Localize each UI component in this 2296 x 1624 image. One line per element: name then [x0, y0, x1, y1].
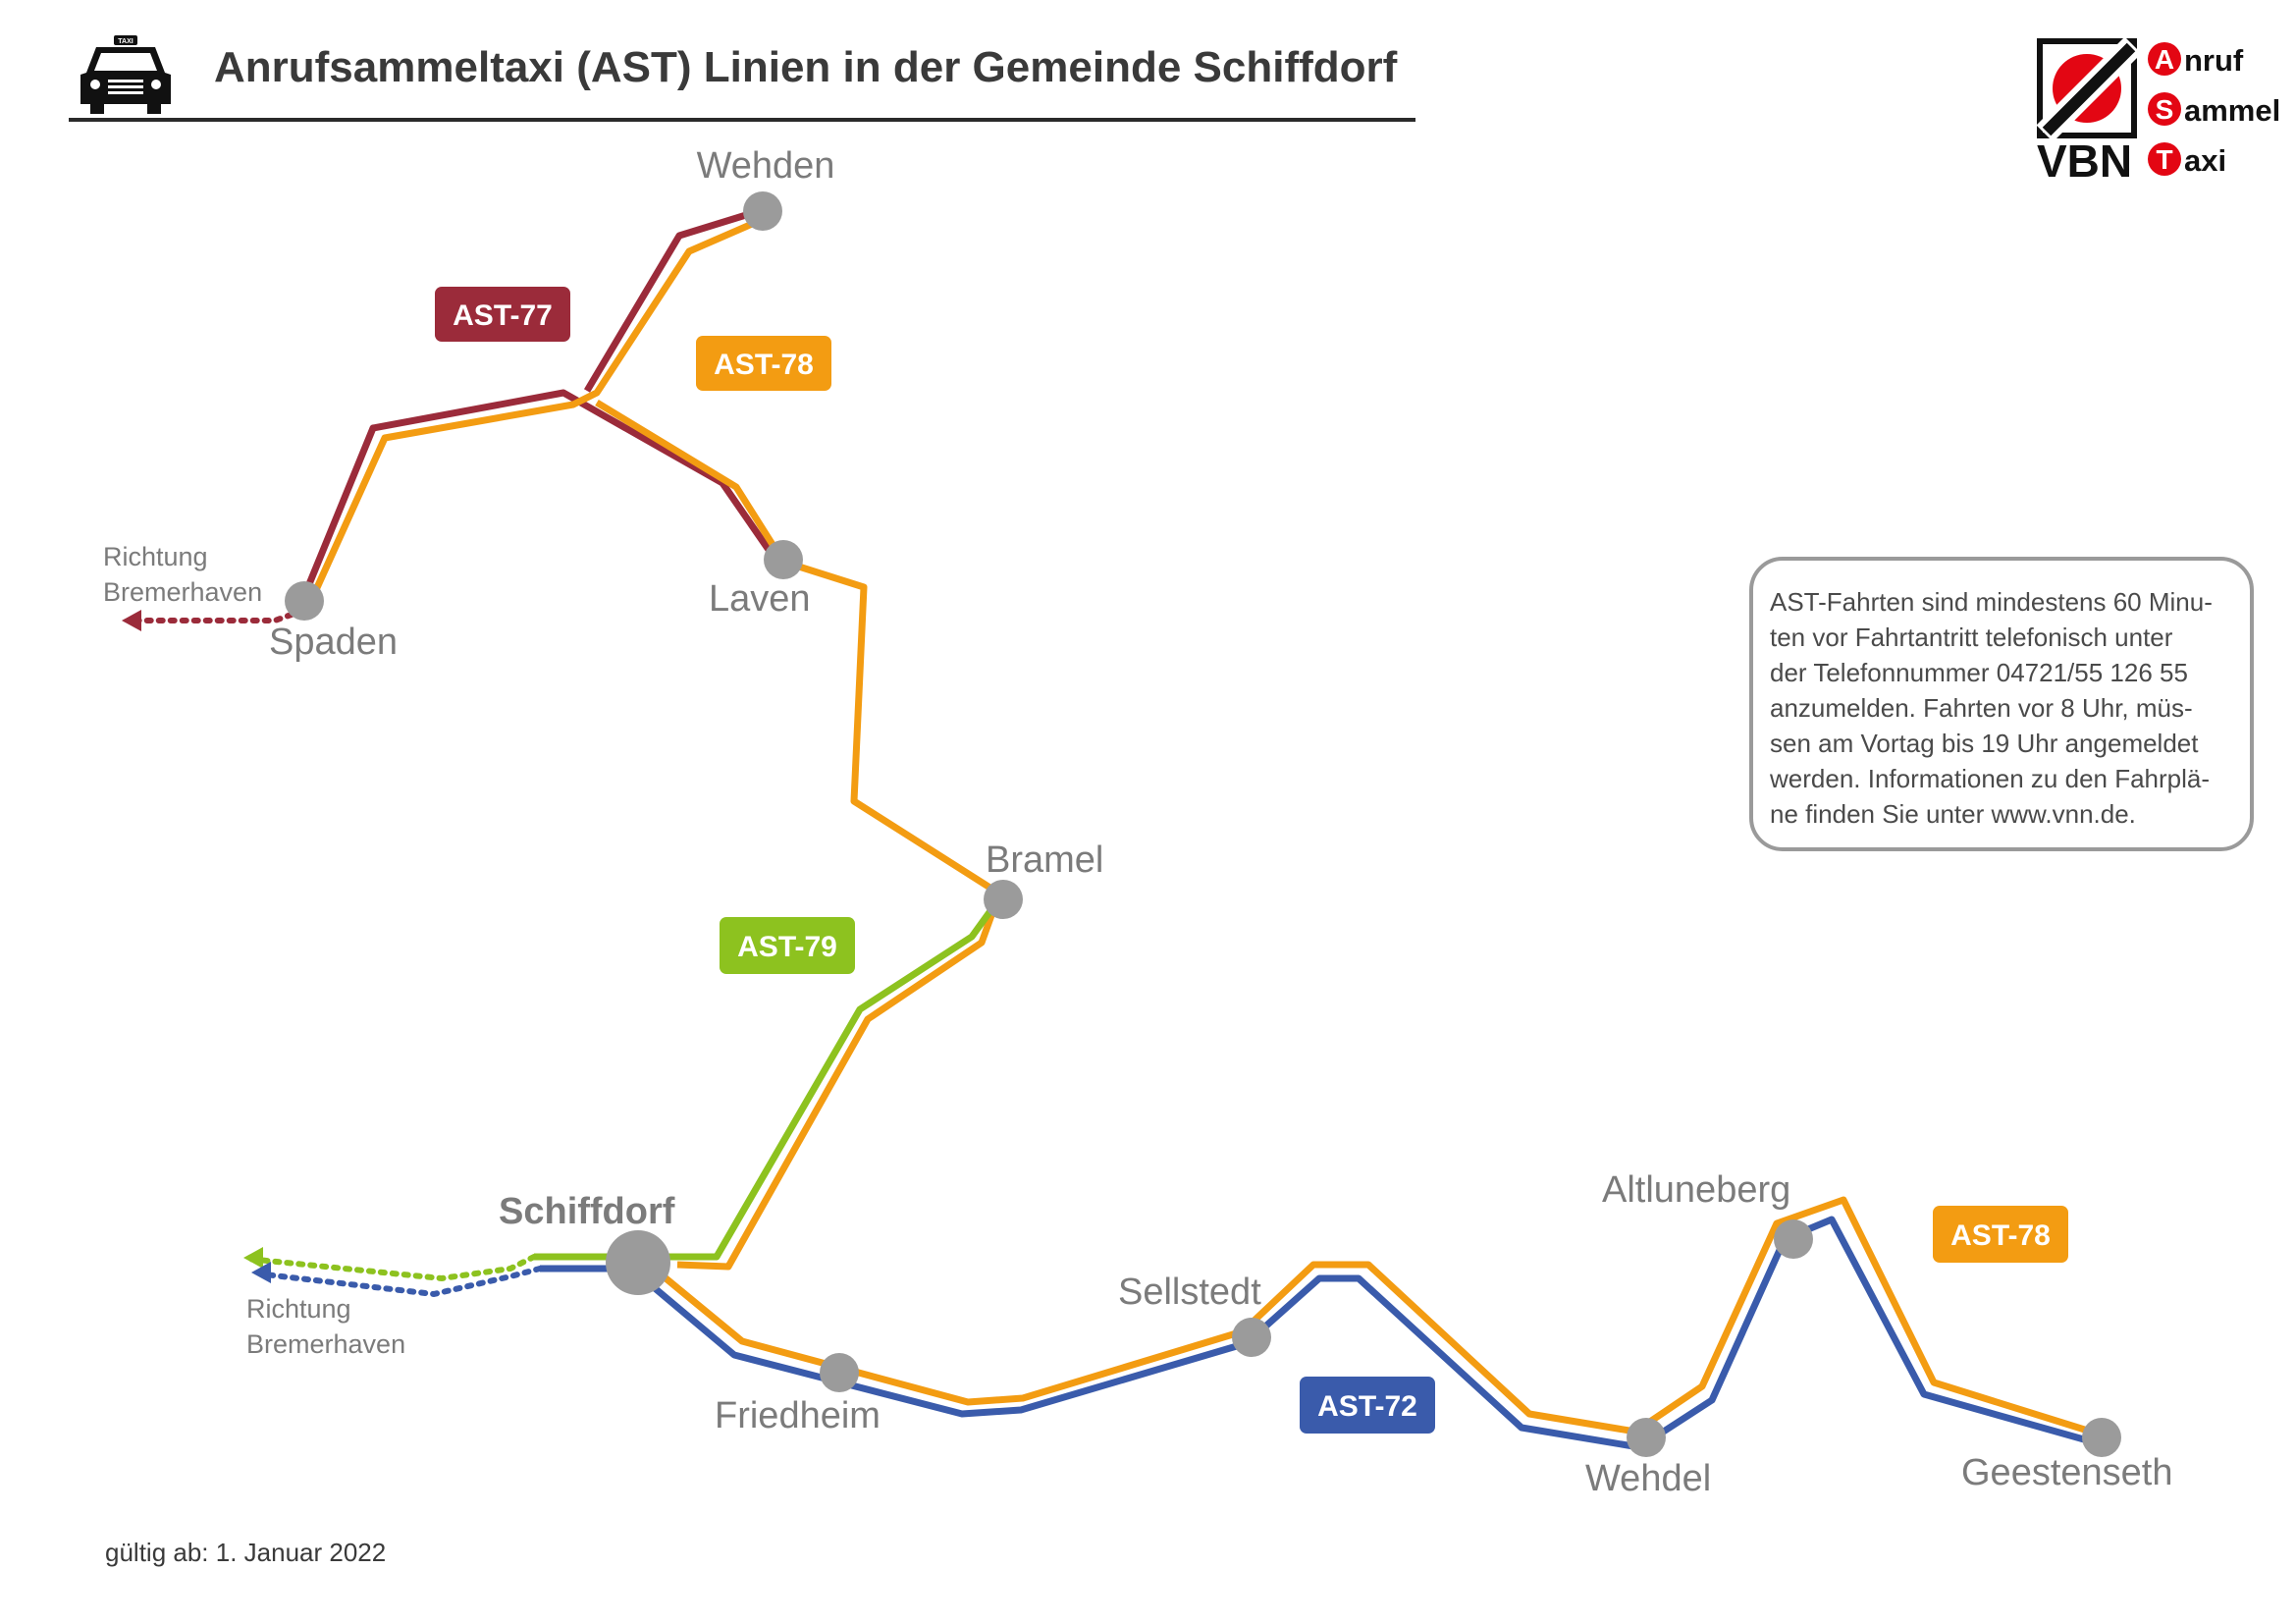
stop-laven [764, 540, 803, 579]
stop-altluneberg [1774, 1219, 1813, 1259]
info-line: anzumelden. Fahrten vor 8 Uhr, müs- [1770, 693, 2193, 723]
info-line: AST-Fahrten sind mindestens 60 Minu- [1770, 587, 2213, 617]
route-ast77 [298, 389, 778, 603]
stop-schiffdorf [606, 1230, 670, 1295]
stop-geestenseth [2082, 1418, 2121, 1457]
info-line: werden. Informationen zu den Fahrplä- [1770, 764, 2211, 793]
badge-ast72-text: AST-72 [1317, 1390, 1417, 1423]
taxi-sign-text: TAXI [118, 38, 133, 45]
label-friedheim: Friedheim [715, 1395, 881, 1436]
info-line: ten vor Fahrtantritt telefonisch unter [1770, 623, 2173, 652]
page-title: Anrufsammeltaxi (AST) Linien in der Geme… [214, 43, 1398, 91]
label-wehden: Wehden [697, 145, 835, 187]
logo-initial-s: S [2156, 94, 2174, 125]
badge-ast78-south-text: AST-78 [1950, 1219, 2051, 1252]
stop-bramel [984, 880, 1023, 919]
ast-logo: VBN A nruf S ammel T axi [2037, 37, 2280, 185]
badge-ast77: AST-77 [435, 287, 570, 342]
label-geestenseth: Geestenseth [1961, 1452, 2172, 1493]
direction-south-line1: Richtung [246, 1294, 351, 1324]
direction-arrow-blue [251, 1262, 271, 1283]
route-ast78-south [639, 1196, 2093, 1435]
logo-word-3: axi [2184, 143, 2226, 178]
info-line: ne finden Sie unter www.vnn.de. [1770, 799, 2136, 829]
route-ast72 [633, 1216, 2092, 1451]
taxi-icon: TAXI [80, 35, 171, 114]
stop-wehdel [1627, 1418, 1666, 1457]
label-spaden: Spaden [269, 622, 398, 663]
label-laven: Laven [709, 578, 811, 620]
direction-north-line1: Richtung [103, 542, 208, 571]
badge-ast79-text: AST-79 [737, 931, 837, 963]
logo-word-1: nruf [2184, 43, 2244, 78]
badge-ast78-south: AST-78 [1933, 1206, 2068, 1263]
route-ast78-north [306, 214, 768, 605]
info-line: der Telefonnummer 04721/55 126 55 [1770, 658, 2188, 687]
label-sellstedt: Sellstedt [1118, 1272, 1261, 1313]
info-line: sen am Vortag bis 19 Uhr angemeldet [1770, 729, 2199, 758]
label-schiffdorf: Schiffdorf [499, 1191, 675, 1232]
direction-arrow-green [243, 1247, 263, 1269]
label-altluneberg: Altluneberg [1602, 1169, 1790, 1211]
badge-ast77-text: AST-77 [453, 299, 553, 332]
stop-spaden [285, 581, 324, 621]
badge-ast79: AST-79 [720, 917, 855, 974]
logo-brand-text: VBN [2037, 135, 2132, 185]
label-bramel: Bramel [986, 839, 1103, 881]
direction-north-line2: Bremerhaven [103, 577, 262, 607]
stop-sellstedt [1232, 1318, 1271, 1357]
route-ast77-direction [134, 608, 305, 623]
badge-ast78-north: AST-78 [696, 336, 831, 391]
route-ast79-direction [244, 1254, 537, 1282]
route-ast78-laven-bramel [595, 400, 1003, 1271]
label-wehdel: Wehdel [1585, 1458, 1711, 1499]
route-ast72-direction [262, 1266, 543, 1298]
direction-arrow-north [122, 610, 141, 631]
route-ast77-wehden [583, 206, 764, 393]
logo-word-2: ammel [2184, 93, 2280, 128]
badge-ast78-north-text: AST-78 [714, 349, 814, 381]
valid-from-note: gültig ab: 1. Januar 2022 [105, 1538, 387, 1567]
logo-initial-t: T [2156, 144, 2172, 175]
stop-friedheim [820, 1353, 859, 1392]
title-underline [69, 118, 1415, 122]
badge-ast72: AST-72 [1300, 1377, 1435, 1434]
info-box: AST-Fahrten sind mindestens 60 Minu- ten… [1749, 557, 2254, 851]
logo-initial-a: A [2155, 44, 2174, 75]
direction-south-line2: Bremerhaven [246, 1329, 405, 1359]
stop-wehden [743, 191, 782, 231]
